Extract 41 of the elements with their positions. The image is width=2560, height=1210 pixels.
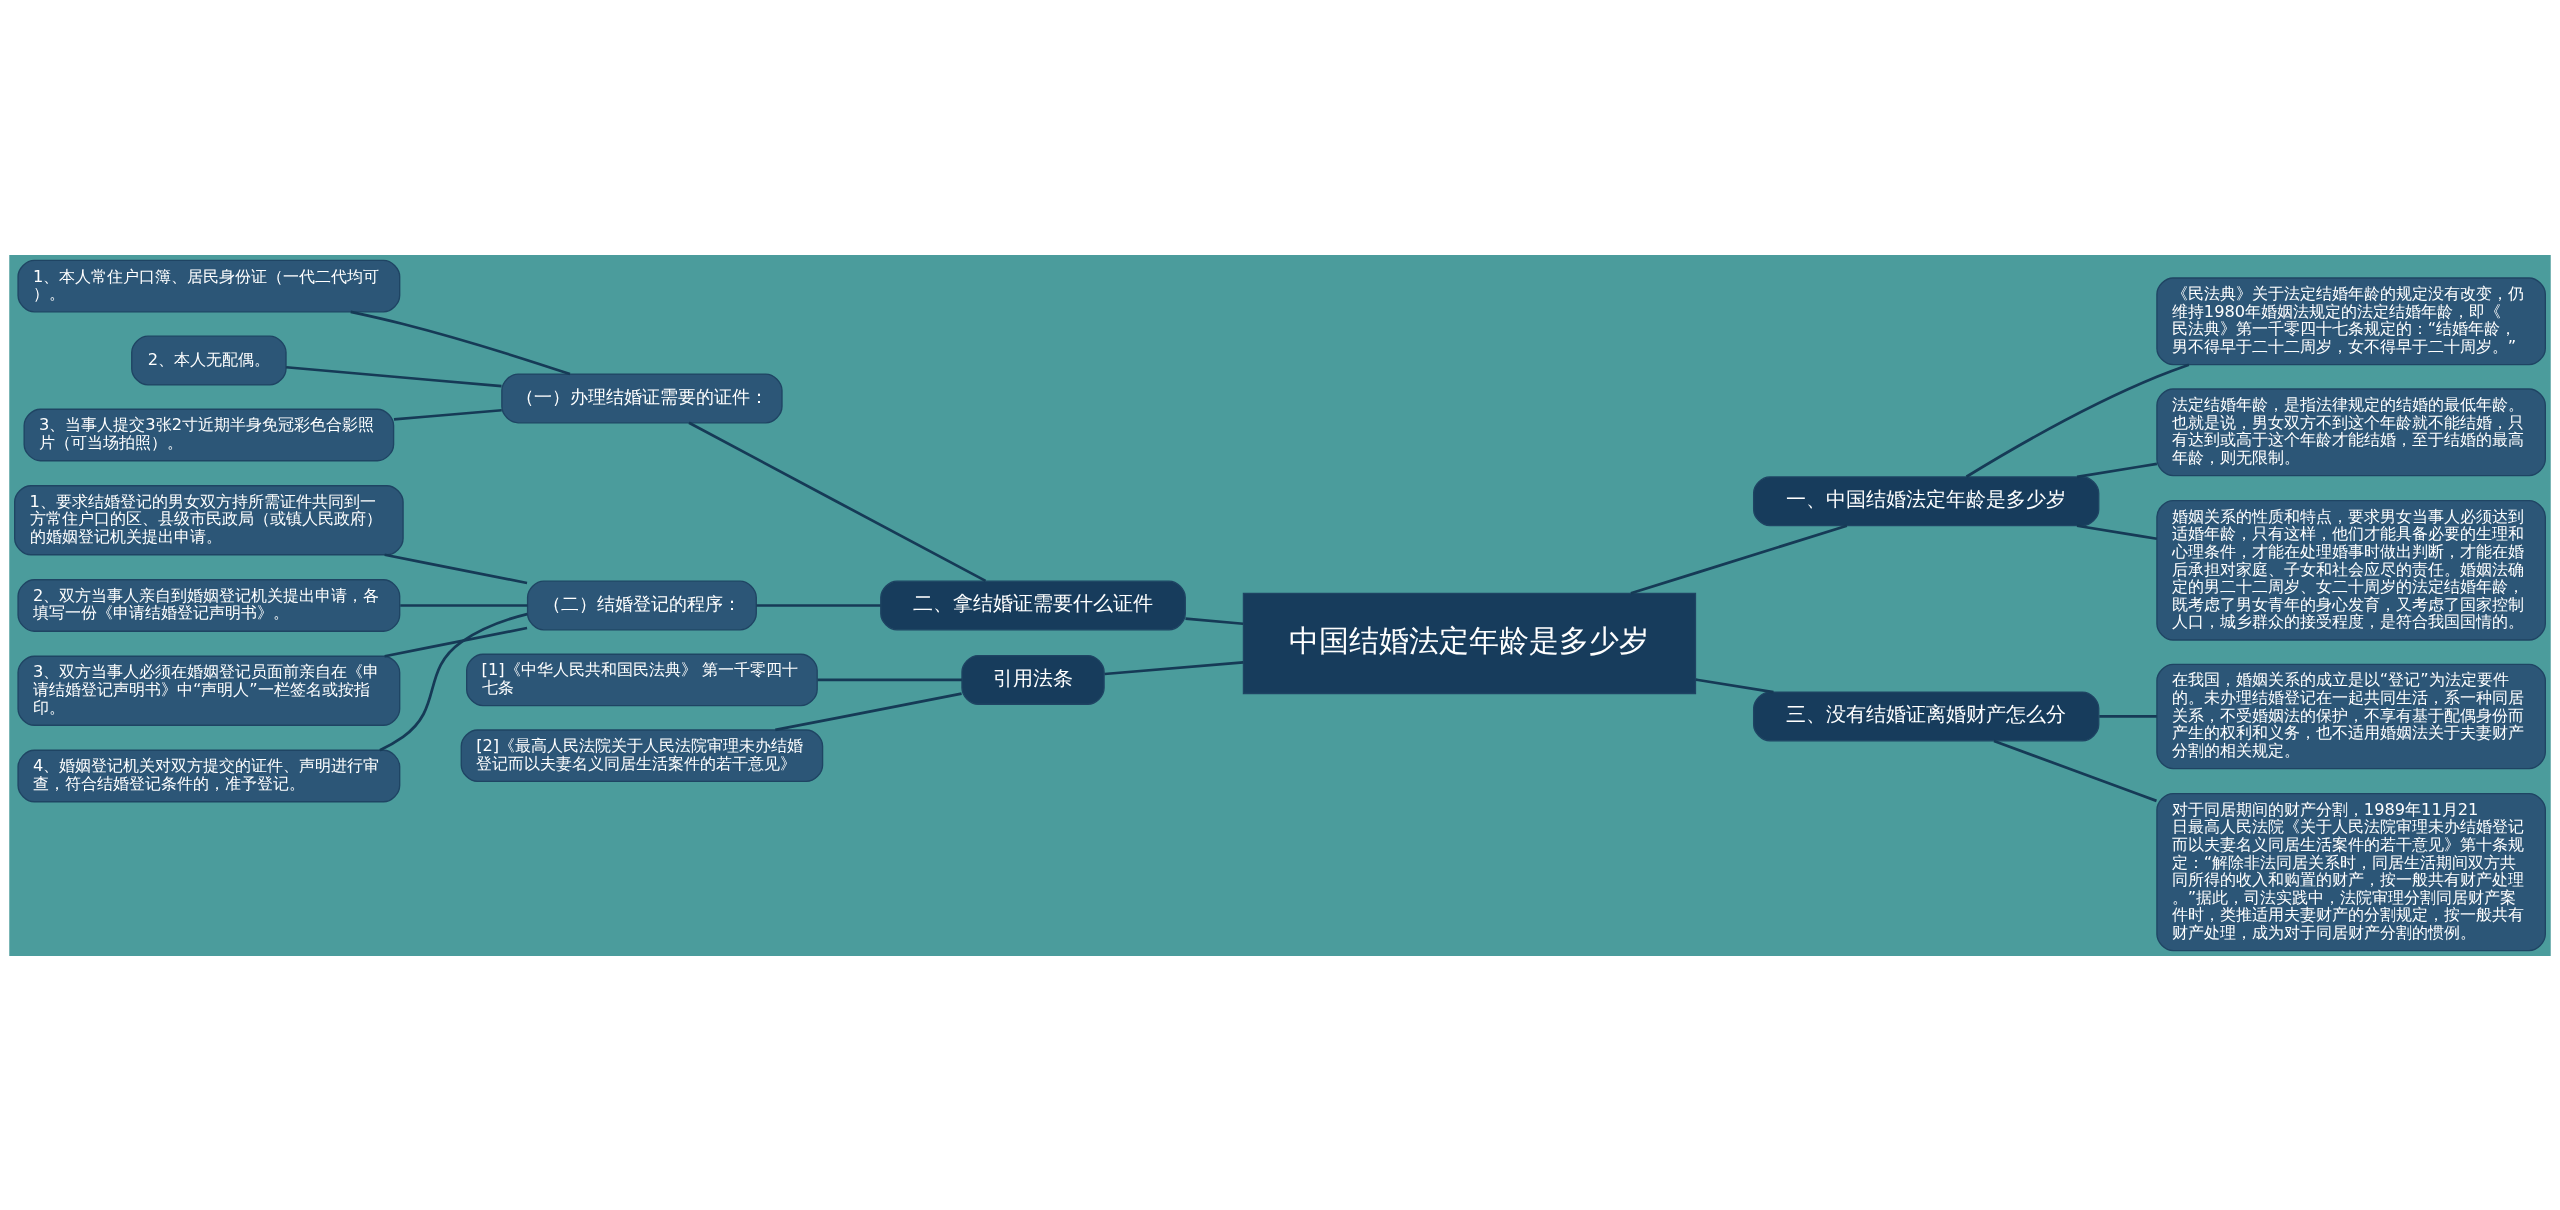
- node-box: 二、拿结婚证需要什么证件: [880, 579, 1186, 631]
- node-box: （一）办理结婚证需要的证件：: [501, 372, 783, 423]
- node-box: 在我国，婚姻关系的成立是以“登记”为法定要件的。未办理结婚登记在一起共同生活，系一种同居关系，不受婚姻法的保护，不享有基于配偶身份而产生的权利和义务，也不适用婚姻法关于夫妻财产分割的相关规定。: [2156, 663, 2546, 769]
- node-box: 中国结婚法定年龄是多少岁: [1242, 592, 1697, 694]
- connector: [1185, 616, 1244, 625]
- connector: [688, 421, 987, 582]
- node-box: 引用法条: [961, 654, 1105, 705]
- node-box: 婚姻关系的性质和特点，要求男女当事人必须达到适婚年龄，只有这样，他们才能具备必要的生理和心理条件，才能在处理婚事时做出判断，才能在婚后承担对家庭、子女和社会应尽的责任。婚姻法确定的男二十二周岁、女二十周岁的法定结婚年龄，既考虑了男女青年的身心发育，又考虑了国家控制人口，城乡群众的接受程度，是符合我国国情的。: [2156, 499, 2546, 641]
- node-box: 2、双方当事人亲自到婚姻登记机关提出申请，各填写一份《申请结婚登记声明书》。: [17, 578, 401, 632]
- connector: [1104, 660, 1244, 675]
- connector: [400, 603, 528, 607]
- connector: [1695, 677, 1774, 693]
- connector: [775, 691, 962, 731]
- connector: [817, 678, 962, 681]
- node-box: 一、中国结婚法定年龄是多少岁: [1752, 475, 2100, 526]
- node-box: [1]《中华人民共和国民法典》 第一千零四十七条: [466, 653, 818, 706]
- connector: [1965, 362, 2190, 478]
- node-box: 1、本人常住户口簿、居民身份证（一代二代均可）。: [17, 259, 401, 312]
- connector: [1993, 739, 2157, 802]
- node-box: 1、要求结婚登记的男女双方持所需证件共同到一方常住户口的区、县级市民政局（或镇人民政府）的婚姻登记机关提出申请。: [14, 484, 404, 555]
- connector: [350, 310, 571, 375]
- connector: [2099, 714, 2157, 718]
- connector: [286, 365, 502, 388]
- connector: [384, 626, 528, 658]
- node-box: 《民法典》关于法定结婚年龄的规定没有改变，仍维持1980年婚姻法规定的法定结婚年龄，即《民法典》第一千零四十七条规定的：“结婚年龄，男不得早于二十二周岁，女不得早于二十周岁。”: [2156, 276, 2546, 365]
- connector: [1630, 523, 1848, 595]
- node-box: （二）结婚登记的程序：: [526, 579, 757, 631]
- node-box: 对于同居期间的财产分割，1989年11月21日最高人民法院《关于人民法院审理未办结婚登记而以夫妻名义同居生活案件的若干意见》第十条规定：“解除非法同居关系时，同居生活期间双方共同所得的收入和购置的财产，按一般共有财产处理。”据此，司法实践中，法院审理分割同居财产案件时，类推适用夫妻财产的分割规定，按一般共有财产处理，成为对于同居财产分割的惯例。: [2156, 792, 2546, 951]
- node-box: 4、婚姻登记机关对双方提交的证件、声明进行审查，符合结婚登记条件的，准予登记。: [17, 749, 401, 802]
- node-box: 三、没有结婚证离婚财产怎么分: [1752, 690, 2100, 741]
- node-box: [2]《最高人民法院关于人民法院审理未办结婚登记而以夫妻名义同居生活案件的若干意见》: [460, 728, 824, 782]
- connector: [393, 408, 502, 421]
- connector: [379, 612, 528, 751]
- node-box: 2、本人无配偶。: [131, 335, 287, 386]
- connector: [2076, 523, 2158, 540]
- connector: [2076, 461, 2158, 478]
- connector: [756, 603, 881, 607]
- node-box: 法定结婚年龄，是指法律规定的结婚的最低年龄。也就是说，男女双方不到这个年龄就不能结婚，只有达到或高于这个年龄才能结婚，至于结婚的最高年龄，则无限制。: [2156, 387, 2546, 476]
- node-box: 3、双方当事人必须在婚姻登记员面前亲自在《申请结婚登记声明书》中“声明人”一栏签名或按指印。: [17, 655, 401, 726]
- connector: [384, 552, 528, 584]
- node-box: 3、当事人提交3张2寸近期半身免冠彩色合影照片（可当场拍照）。: [23, 408, 395, 461]
